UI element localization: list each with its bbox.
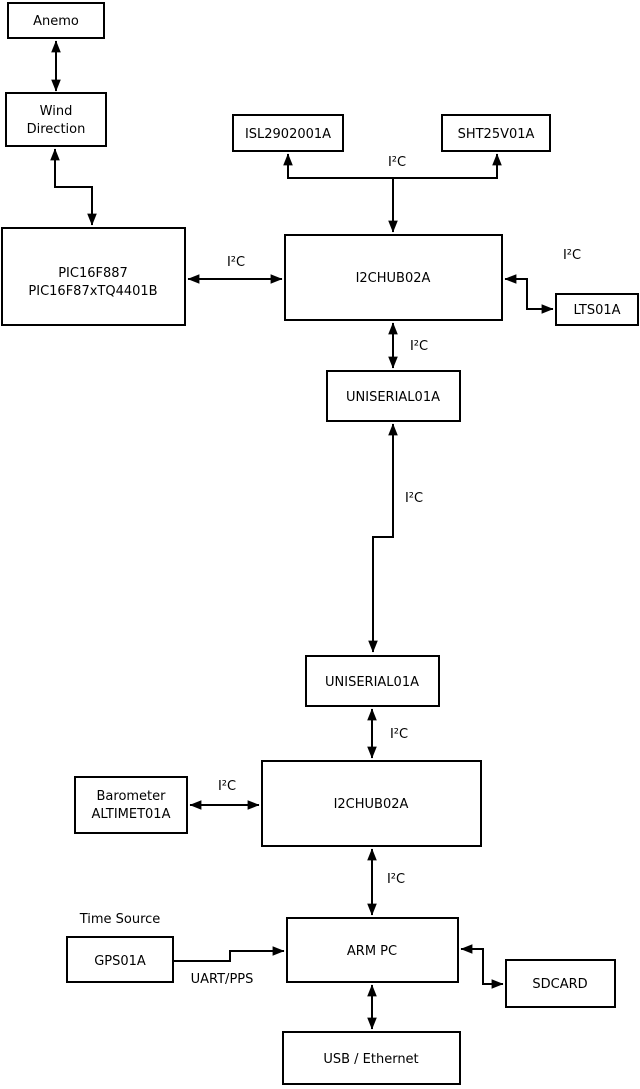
box-uniserial-top-label: UNISERIAL01A: [346, 390, 440, 405]
label-i2c-hub-lts: I²C: [563, 248, 581, 263]
label-i2c-uniserial-hub: I²C: [390, 727, 408, 742]
label-i2c-link: I²C: [405, 491, 423, 506]
label-i2c-pic-hub: I²C: [227, 255, 245, 270]
box-sht25v01a: SHT25V01A: [441, 114, 551, 152]
box-barometer-label-line1: Barometer: [97, 789, 167, 804]
box-wind-direction-label-line2: Direction: [27, 122, 86, 137]
label-i2c-hub-armpc: I²C: [387, 872, 405, 887]
box-usb-ethernet: USB / Ethernet: [282, 1031, 461, 1085]
edge-i2chub-top-lts: [504, 274, 554, 314]
label-i2c-hub-uniserial: I²C: [410, 339, 428, 354]
box-wind-direction: Wind Direction: [5, 92, 107, 147]
box-lts01a-label: LTS01A: [573, 303, 620, 318]
box-barometer-label-line2: ALTIMET01A: [92, 807, 171, 822]
box-uniserial-bottom-label: UNISERIAL01A: [325, 675, 419, 690]
edge-uniserial-top-uniserial-bottom: [368, 423, 398, 653]
box-i2chub-top-label: I2CHUB02A: [356, 271, 431, 286]
box-i2chub-top: I2CHUB02A: [284, 234, 503, 321]
box-usb-ethernet-label: USB / Ethernet: [323, 1052, 418, 1067]
box-anemo-label: Anemo: [33, 14, 79, 29]
label-i2c-sensor-bus: I²C: [388, 155, 406, 170]
box-pic-label-line2: PIC16F87xTQ4401B: [28, 284, 157, 299]
edge-gps-armpc: [173, 946, 285, 962]
edge-armpc-sdcard: [460, 944, 504, 989]
label-uart-pps: UART/PPS: [191, 972, 254, 987]
label-i2c-barometer-hub: I²C: [218, 779, 236, 794]
box-pic-label-line1: PIC16F887: [58, 266, 128, 281]
box-gps01a: GPS01A: [66, 936, 174, 983]
box-anemo: Anemo: [7, 2, 105, 39]
box-isl2902001a: ISL2902001A: [232, 114, 344, 152]
box-i2chub-bottom-label: I2CHUB02A: [334, 797, 409, 812]
box-uniserial-bottom: UNISERIAL01A: [305, 655, 440, 707]
box-i2chub-bottom: I2CHUB02A: [261, 760, 482, 847]
box-lts01a: LTS01A: [555, 293, 639, 326]
box-sht25v01a-label: SHT25V01A: [458, 127, 535, 142]
box-wind-direction-label-line1: Wind: [40, 104, 73, 119]
box-isl2902001a-label: ISL2902001A: [245, 127, 331, 142]
box-pic: PIC16F887 PIC16F87xTQ4401B: [1, 227, 186, 326]
box-barometer: Barometer ALTIMET01A: [74, 776, 188, 834]
box-gps01a-label: GPS01A: [94, 954, 146, 969]
label-time-source: Time Source: [79, 912, 161, 927]
box-arm-pc: ARM PC: [286, 917, 459, 983]
box-sdcard-label: SDCARD: [532, 977, 587, 992]
edge-winddirection-pic: [50, 148, 97, 226]
box-sdcard: SDCARD: [505, 959, 616, 1008]
box-uniserial-top: UNISERIAL01A: [326, 370, 461, 422]
box-arm-pc-label: ARM PC: [347, 944, 397, 959]
